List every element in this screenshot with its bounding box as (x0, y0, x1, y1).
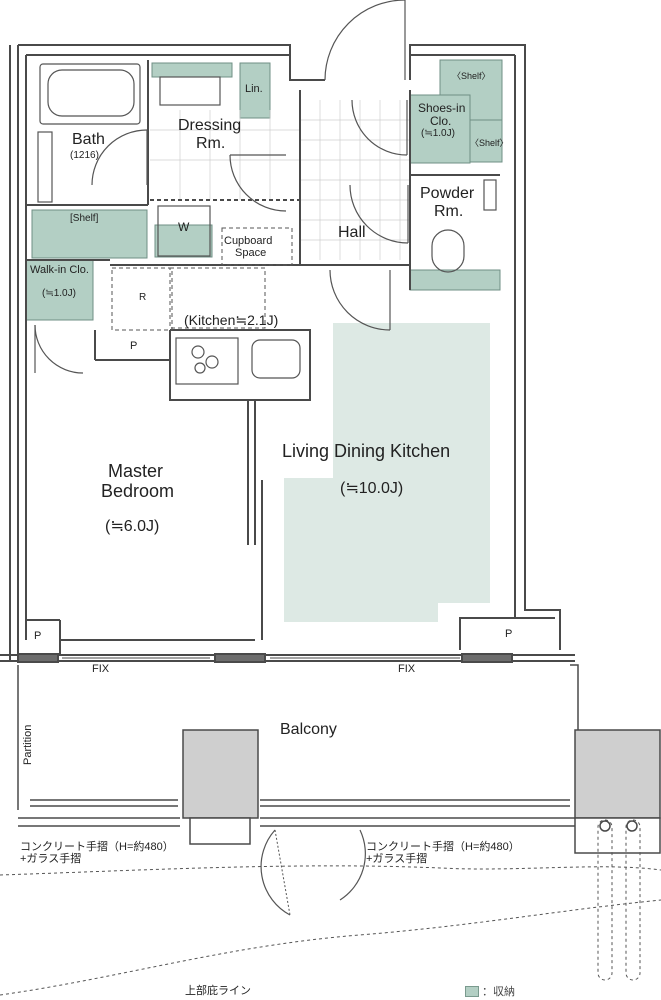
label-cupboard-space: Space (235, 247, 267, 259)
label-shelf-top: 〈Shelf〉 (452, 71, 491, 81)
label-master-size: (≒6.0J) (105, 518, 160, 535)
label-linen: Lin. (245, 83, 263, 95)
legend: ：収納 (465, 983, 515, 999)
label-railing-right-glass: +ガラス手摺 (366, 853, 428, 865)
label-partition: Partition (22, 724, 34, 765)
legend-label: ：収納 (482, 986, 515, 998)
label-dressing: Dressing (178, 117, 242, 134)
dashed-zones (111, 227, 293, 331)
label-walkin-size: (≒1.0J) (42, 288, 76, 299)
hall-tiles (150, 100, 410, 260)
label-powder-rm: Rm. (434, 203, 464, 220)
label-cupboard: Cupboard (224, 235, 273, 247)
balcony-structure (17, 664, 661, 854)
label-shoes-size: (≒1.0J) (421, 128, 455, 139)
label-master-bedroom: Bedroom (101, 481, 175, 501)
walls (9, 44, 561, 660)
label-fix-left: FIX (92, 663, 110, 675)
label-dressing-rm: Rm. (196, 135, 226, 152)
label-bath: Bath (72, 131, 105, 148)
label-balcony: Balcony (280, 721, 337, 738)
label-eave-line: 上部庇ライン (185, 985, 251, 997)
label-fix-right: FIX (398, 663, 416, 675)
label-shoes-clo: Clo. (430, 114, 452, 128)
label-kitchen: (Kitchen≒2.1J) (184, 312, 279, 328)
label-ldk: Living Dining Kitchen (282, 441, 451, 461)
label-master: Master (108, 461, 164, 481)
label-pipe-ldk: P (505, 628, 513, 640)
label-railing-right: コンクリート手摺（H=約480） (366, 841, 520, 853)
label-railing-left: コンクリート手摺（H=約480） (20, 841, 174, 853)
label-fridge: R (139, 292, 147, 303)
windows (0, 653, 575, 663)
label-washer: W (178, 220, 190, 234)
fixtures (37, 63, 497, 385)
label-powder: Powder (420, 185, 475, 202)
label-ldk-size: (≒10.0J) (340, 480, 404, 497)
label-shoes-in: Shoes-in (418, 101, 466, 115)
label-hall: Hall (338, 224, 366, 241)
storage-areas (25, 59, 503, 321)
label-bath-size: (1216) (70, 150, 99, 161)
drain-lines (0, 819, 661, 996)
label-pipe-kitchen: P (130, 340, 138, 352)
label-railing-left-glass: +ガラス手摺 (20, 853, 82, 865)
label-shelf-walkin: [Shelf] (70, 213, 99, 224)
label-pipe-bedroom: P (34, 630, 42, 642)
label-shelf-side: 〈Shelf〉 (470, 138, 509, 148)
label-walkin: Walk-in Clo. (30, 264, 89, 276)
storage-swatch-icon (465, 985, 479, 997)
ldk-floor (284, 323, 490, 622)
doors (34, 0, 409, 916)
